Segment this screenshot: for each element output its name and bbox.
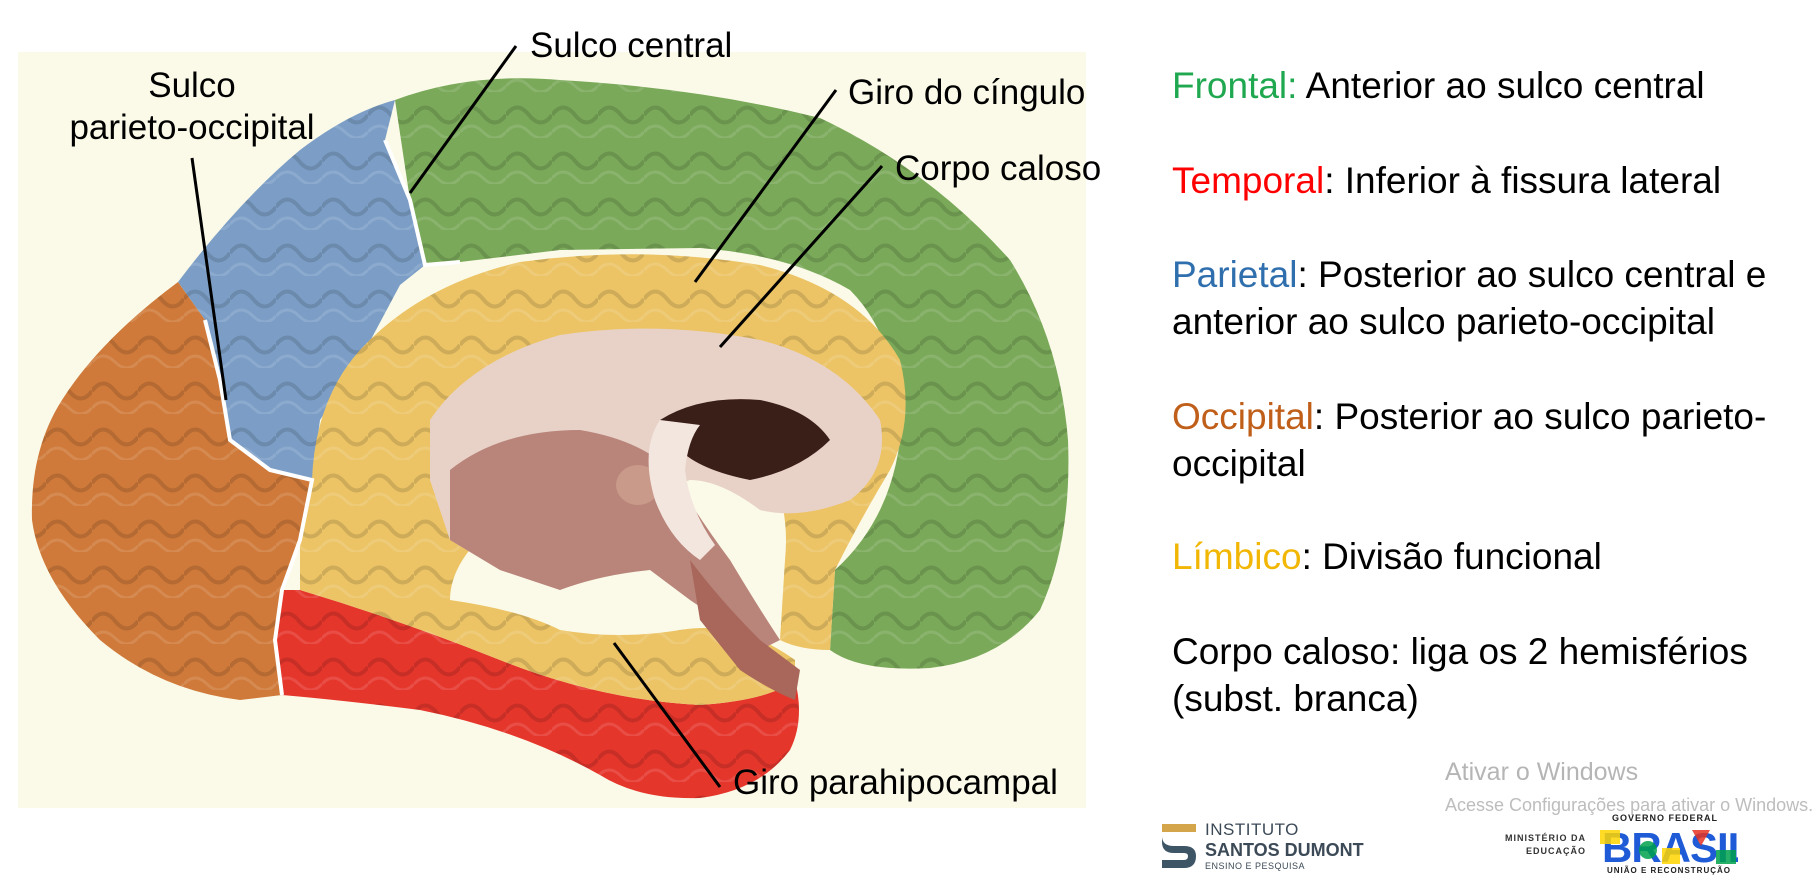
legend-corpo-caloso: Corpo caloso: liga os 2 hemisférios (sub… (1172, 631, 1748, 719)
gov-federal-label: GOVERNO FEDERAL (1612, 813, 1719, 823)
label-corpo-caloso: Corpo caloso (895, 149, 1102, 188)
legend-limbico-desc: : Divisão funcional (1301, 536, 1602, 577)
fornix (648, 420, 715, 560)
brasil-logo: BRASIL (1600, 826, 1738, 866)
central-sulcus-border (383, 139, 461, 268)
legend-parietal: Parietal: Posterior ao sulco central e a… (1172, 251, 1812, 345)
label-sulco-parieto-occipital: Sulco parieto-occipital (62, 65, 322, 149)
mec-logo: MINISTÉRIO DA EDUCAÇÃO (1490, 832, 1586, 858)
mec-line1: MINISTÉRIO DA (1504, 833, 1586, 843)
leader-line-sulco-parieto (190, 157, 228, 401)
legend-temporal-desc: : Inferior à fissura lateral (1324, 160, 1722, 201)
brain-diagram: Sulco central Sulco parieto-occipital Gi… (18, 26, 1101, 808)
legend-parietal-desc: : Posterior ao sulco central e anterior … (1172, 254, 1767, 342)
leader-line-giro-parahipocampal (612, 642, 722, 788)
legend-occipital: Occipital: Posterior ao sulco parieto-oc… (1172, 393, 1812, 487)
occipital-texture (31, 282, 312, 700)
legend-temporal-term: Temporal (1172, 160, 1325, 201)
parieto-occipital-border (203, 319, 315, 696)
label-sulco-parieto-line2: parieto-occipital (69, 108, 315, 147)
leader-line-giro-cingulo (693, 89, 838, 283)
legend-limbico: Límbico: Divisão funcional (1172, 533, 1812, 580)
label-giro-parahipocampal: Giro parahipocampal (733, 763, 1058, 802)
leader-line-sulco-central (408, 45, 518, 194)
mec-line2: EDUCAÇÃO (1525, 846, 1586, 856)
mammillary-body (616, 465, 660, 505)
isd-line3: ENSINO E PESQUISA (1205, 861, 1306, 871)
windows-activation-subtitle: Acesse Configurações para ativar o Windo… (1445, 795, 1814, 815)
legend-temporal: Temporal: Inferior à fissura lateral (1172, 157, 1812, 204)
legend-occipital-term: Occipital (1172, 396, 1314, 437)
brain-illustration (18, 45, 1086, 808)
isd-logo-icon (1162, 824, 1196, 868)
legend-limbico-term: Límbico (1172, 536, 1302, 577)
parietal-texture (178, 100, 425, 480)
leader-line-corpo-caloso (718, 164, 884, 349)
uniao-reconstrucao-label: UNIÃO E RECONSTRUÇÃO (1607, 866, 1732, 875)
label-sulco-parieto-line1: Sulco (148, 66, 236, 105)
frontal-texture (395, 78, 1069, 669)
isd-line2: SANTOS DUMONT (1205, 840, 1364, 860)
label-sulco-central: Sulco central (530, 26, 733, 65)
legend-parietal-term: Parietal (1172, 254, 1298, 295)
legend-occipital-desc: : Posterior ao sulco parieto-occipital (1172, 396, 1767, 484)
isd-logo: INSTITUTO SANTOS DUMONT ENSINO E PESQUIS… (1205, 820, 1364, 871)
legend-frontal-term: Frontal: (1172, 65, 1298, 106)
temporal-texture (275, 590, 799, 799)
windows-activation-title: Ativar o Windows (1445, 758, 1639, 786)
isd-line1: INSTITUTO (1205, 820, 1299, 839)
legend-frontal: Frontal: Anterior ao sulco central (1172, 62, 1812, 109)
brainstem-region (690, 560, 800, 700)
legend-frontal-desc: Anterior ao sulco central (1297, 65, 1705, 106)
lateral-ventricle (660, 399, 830, 480)
label-giro-cingulo: Giro do cíngulo (848, 73, 1086, 112)
